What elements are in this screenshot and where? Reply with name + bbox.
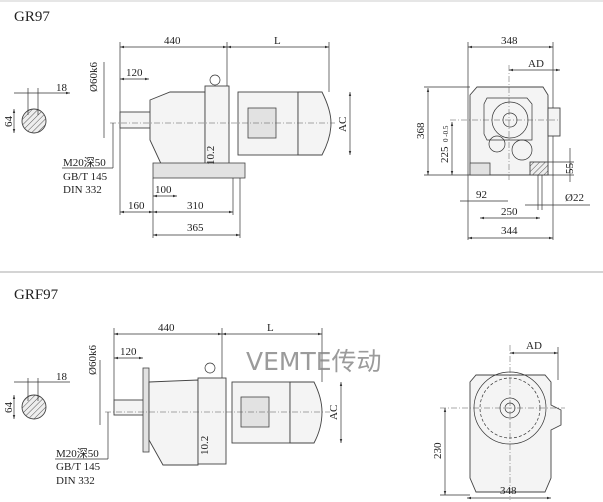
gear-housing [148,379,199,466]
gr97-end-view: 348 AD 368 225 0 -0.5 55 92 Ø22 250 344 [415,35,590,240]
dim-368: 368 [415,122,427,139]
dim-shaft-dia: Ø60k6 [87,345,99,375]
gr97-side-view: GR97 18 64 440 L 120 Ø60k6 AC 10.2 [3,9,352,238]
dim-348: 348 [500,485,517,497]
motor-fan-cover [289,381,323,444]
dim-AD: AD [528,58,544,70]
dim-92: 92 [476,189,487,201]
gear-housing [149,91,206,169]
section-title: GR97 [14,9,50,25]
foot-base [152,162,246,179]
output-shaft [119,111,152,129]
dim-365: 365 [187,222,204,234]
dim-120: 120 [120,346,137,358]
grf97-end-view: AD 230 348 [432,340,565,500]
dim-AD: AD [526,340,542,352]
motor-fan-cover [297,91,332,156]
dim-100: 100 [155,184,172,196]
note-standard-din: DIN 332 [63,184,102,196]
dim-440: 440 [158,322,175,334]
key-height-label: 64 [3,402,15,414]
note-thread: M20深50 [63,156,106,169]
dim-310: 310 [187,200,204,212]
dim-160: 160 [128,200,145,212]
dim-55: 55 [564,163,576,175]
note-standard-din: DIN 332 [56,475,95,487]
dim-225: 225 [439,146,451,163]
note-standard-gb: GB/T 145 [56,461,101,473]
key-width-label: 18 [56,371,68,383]
dim-230: 230 [432,442,444,459]
gear-housing-stage2 [197,377,227,465]
grf97-side-view: GRF97 18 64 440 L 120 Ø60k6 AC 10.2 M20深… [3,287,343,487]
shaft-section: 18 64 [3,82,70,134]
dim-L: L [274,35,281,47]
key-width-label: 18 [56,82,68,94]
note-standard-gb: GB/T 145 [63,171,108,183]
dim-440: 440 [164,35,181,47]
section-title: GRF97 [14,287,59,303]
dim-348: 348 [501,35,518,47]
flange-housing-end [469,374,562,493]
dim-225-tolerance: 0 -0.5 [442,125,450,142]
gear-housing-stage2 [204,85,230,167]
dim-250: 250 [501,206,518,218]
dim-shaft-dia: Ø60k6 [88,62,100,92]
dim-AC: AC [328,405,340,420]
terminal-box [247,107,277,139]
dim-bolt-dia: Ø22 [565,192,584,204]
shaft-section: 18 64 [3,371,70,420]
dim-10-2: 10.2 [205,146,217,165]
watermark: VEMTE传动 [246,347,382,376]
dim-L: L [267,322,274,334]
output-flange [142,367,150,453]
note-thread: M20深50 [56,447,99,460]
key-height-label: 64 [3,116,15,128]
dim-AC: AC [337,117,349,132]
dim-120: 120 [126,67,143,79]
dim-344: 344 [501,225,518,237]
dim-10-2: 10.2 [199,436,211,455]
